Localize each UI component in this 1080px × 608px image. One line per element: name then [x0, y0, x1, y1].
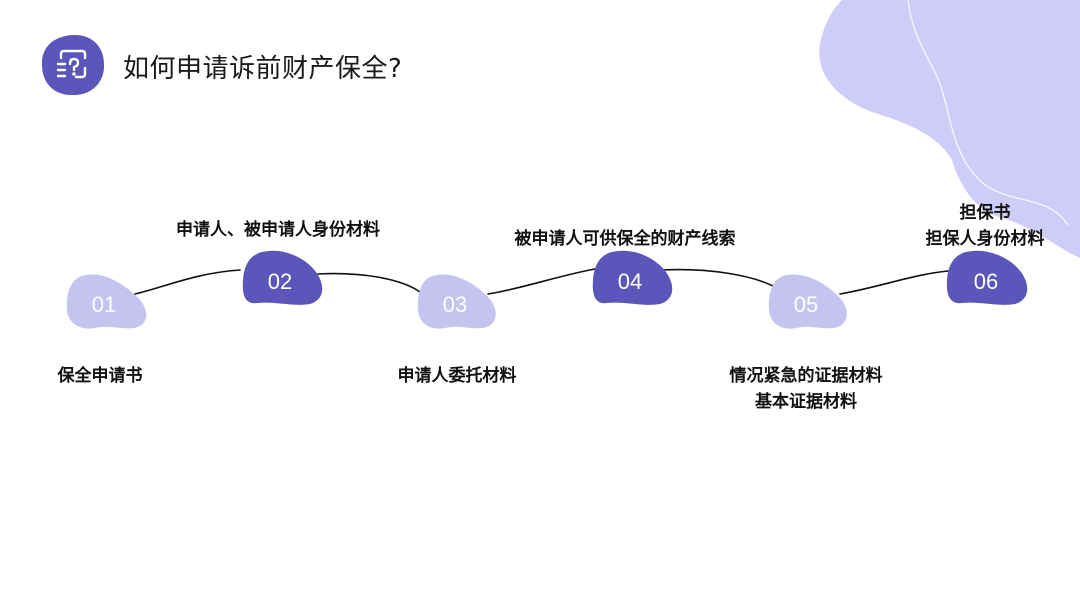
connector-2-3 [318, 274, 420, 292]
step-06-label: 担保书 担保人身份材料 [904, 200, 1066, 252]
step-06-line-1: 担保书 [904, 200, 1066, 226]
step-04-number: 04 [618, 269, 642, 294]
step-02-number: 02 [268, 269, 292, 294]
step-01-number: 01 [92, 292, 116, 317]
connector-3-4 [488, 268, 600, 294]
step-02-marker: 02 [243, 251, 322, 305]
step-05-marker: 05 [769, 274, 847, 328]
step-02-line-1: 申请人、被申请人身份材料 [150, 217, 406, 243]
step-02-label: 申请人、被申请人身份材料 [150, 217, 406, 243]
step-01-marker: 01 [67, 274, 146, 328]
step-04-label: 被申请人可供保全的财产线索 [490, 226, 760, 252]
step-03-line-1: 申请人委托材料 [377, 363, 537, 389]
connector-4-5 [662, 270, 780, 290]
step-05-number: 05 [794, 292, 818, 317]
step-01-label: 保全申请书 [20, 363, 180, 389]
step-01-line-1: 保全申请书 [20, 363, 180, 389]
connector-5-6 [840, 271, 948, 294]
step-03-marker: 03 [418, 274, 496, 328]
step-04-line-1: 被申请人可供保全的财产线索 [490, 226, 760, 252]
step-05-line-2: 基本证据材料 [706, 389, 906, 415]
step-05-line-1: 情况紧急的证据材料 [706, 363, 906, 389]
step-04-marker: 04 [593, 251, 672, 305]
step-06-line-2: 担保人身份材料 [904, 226, 1066, 252]
step-05-label: 情况紧急的证据材料 基本证据材料 [706, 363, 906, 415]
connector-1-2 [135, 270, 240, 294]
step-03-label: 申请人委托材料 [377, 363, 537, 389]
step-06-marker: 06 [947, 251, 1027, 305]
step-03-number: 03 [443, 292, 467, 317]
step-06-number: 06 [974, 269, 998, 294]
